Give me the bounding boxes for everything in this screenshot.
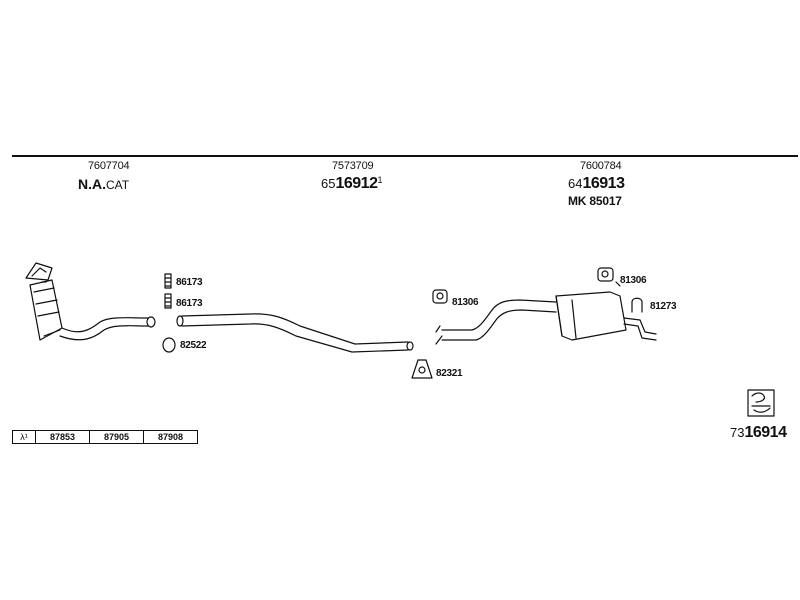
part-number-rear-silencer: 7600784 xyxy=(580,160,622,172)
hanger-mid-icon xyxy=(432,289,448,304)
lambda-sensor-table: λ¹ 87853 87905 87908 xyxy=(12,430,198,444)
part-number-catalyst: 7607704 xyxy=(88,160,130,172)
kit-sup-middle: 1 xyxy=(377,175,383,185)
kit-prefix-rear: 64 xyxy=(568,176,583,191)
catalytic-converter xyxy=(25,262,156,341)
label-hanger-rear: 81306 xyxy=(620,275,647,286)
mk-label: MK 85017 xyxy=(568,194,622,208)
gasket-front-icon xyxy=(162,337,176,353)
kit-main-middle: 16912 xyxy=(335,175,378,192)
label-clamp-a: 86173 xyxy=(176,277,203,288)
kit-number-middle: 65169121 xyxy=(321,175,382,193)
lambda-value: 87853 xyxy=(35,430,90,444)
catalyst-label-bold: N.A. xyxy=(78,176,106,192)
label-hanger-mid: 81306 xyxy=(452,297,479,308)
rear-silencer xyxy=(435,281,657,345)
label-bracket-mid: 82321 xyxy=(436,368,463,379)
kit-number-rear: 6416913 xyxy=(568,175,625,193)
complete-system-prefix: 73 xyxy=(730,425,745,440)
lambda-value: 87905 xyxy=(89,430,144,444)
bracket-mid-icon xyxy=(411,359,433,379)
kit-main-rear: 16913 xyxy=(582,175,625,192)
label-clamp-b: 86173 xyxy=(176,298,203,309)
part-number-middle-pipe: 7573709 xyxy=(332,160,374,172)
complete-system-icon xyxy=(747,389,775,417)
label-rubber-rear: 81273 xyxy=(650,301,677,312)
complete-system-number: 7316914 xyxy=(730,424,787,442)
label-gasket-front: 82522 xyxy=(180,340,207,351)
catalyst-label-suffix: CAT xyxy=(106,178,130,192)
complete-system-main: 16914 xyxy=(744,424,787,441)
clamp-b-icon xyxy=(164,293,172,309)
lambda-value: 87908 xyxy=(143,430,198,444)
middle-pipe xyxy=(176,313,414,353)
lambda-symbol: λ¹ xyxy=(12,430,36,444)
lambda-row: λ¹ 87853 87905 87908 xyxy=(12,430,198,444)
hanger-rear-icon xyxy=(597,267,614,282)
clamp-a-icon xyxy=(164,273,172,289)
rubber-rear-icon xyxy=(631,297,643,313)
kit-prefix-middle: 65 xyxy=(321,176,336,191)
catalyst-label: N.A.CAT xyxy=(78,176,129,194)
top-rule xyxy=(12,155,798,157)
